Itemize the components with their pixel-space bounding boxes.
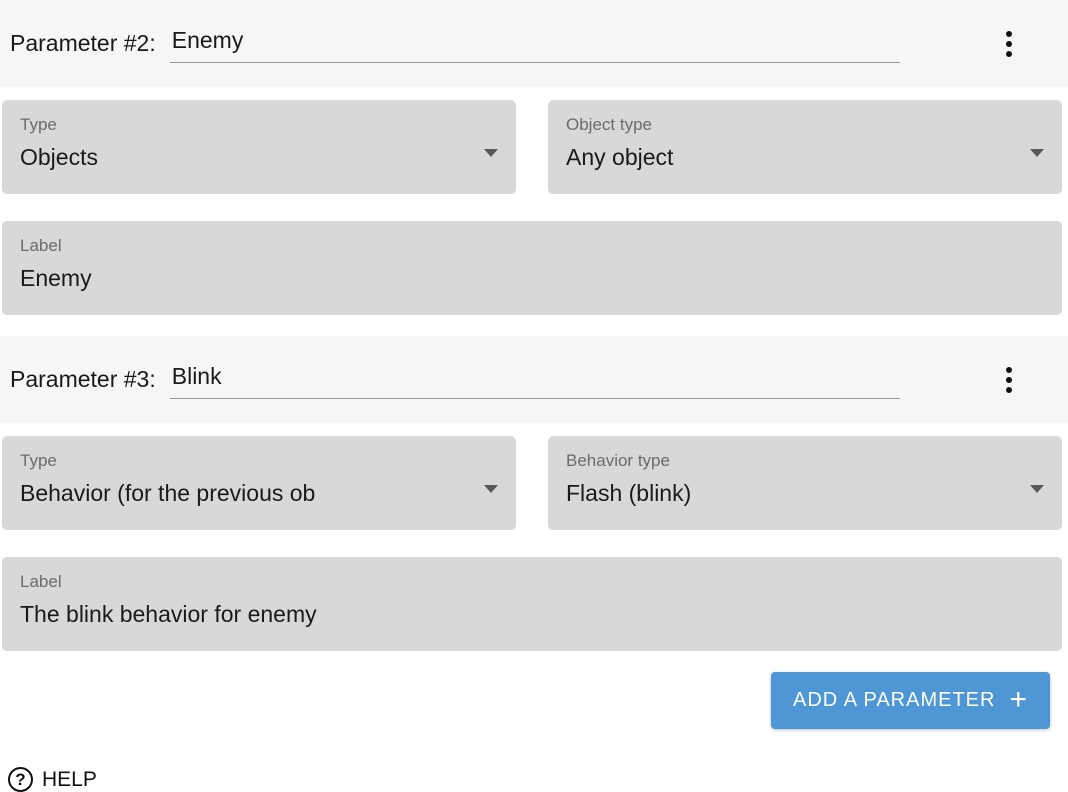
vertical-dots-icon [1006,30,1012,37]
parameter-3-title: Parameter #3: [10,366,156,392]
parameter-2-object-type-select[interactable]: Object type Any object [548,100,1062,194]
label-label: Label [20,572,62,591]
behavior-type-label: Behavior type [566,451,670,470]
parameter-2-title: Parameter #2: [10,30,156,56]
behavior-type-value: Flash (blink) [566,480,692,506]
vertical-dots-icon [1006,366,1012,373]
plus-icon: + [1009,682,1028,716]
vertical-dots-icon [1006,50,1012,57]
help-link[interactable]: ? HELP [8,767,97,792]
chevron-down-icon [484,484,498,493]
label-value: Enemy [20,265,92,291]
vertical-dots-icon [1006,40,1012,47]
parameter-2-label-field[interactable]: Label Enemy [2,221,1062,315]
parameter-3-header: Parameter #3: [0,336,1068,423]
parameter-2-type-select[interactable]: Type Objects [2,100,516,194]
label-value: The blink behavior for enemy [20,601,317,627]
parameter-3-name-input[interactable] [169,360,900,399]
label-label: Label [20,236,62,255]
vertical-dots-icon [1006,376,1012,383]
type-value: Behavior (for the previous ob [20,480,316,506]
parameter-3-behavior-type-select[interactable]: Behavior type Flash (blink) [548,436,1062,530]
parameter-3-label-field[interactable]: Label The blink behavior for enemy [2,557,1062,651]
help-question-icon: ? [8,767,33,792]
parameter-2-menu-button[interactable] [996,25,1022,63]
button-row: ADD A PARAMETER + [0,672,1068,729]
object-type-value: Any object [566,144,674,170]
type-label: Type [20,451,57,470]
type-label: Type [20,115,57,134]
type-value: Objects [20,144,98,170]
parameter-2-header: Parameter #2: [0,0,1068,87]
parameter-3-type-select[interactable]: Type Behavior (for the previous ob [2,436,516,530]
parameter-2-name-input[interactable] [169,24,900,63]
parameter-2-fields: Type Objects Object type Any object Labe… [0,100,1068,315]
parameter-3-fields: Type Behavior (for the previous ob Behav… [0,436,1068,651]
help-label: HELP [42,767,97,791]
chevron-down-icon [1030,484,1044,493]
object-type-label: Object type [566,115,652,134]
chevron-down-icon [1030,148,1044,157]
add-parameter-label: ADD A PARAMETER [793,689,996,711]
add-parameter-button[interactable]: ADD A PARAMETER + [771,672,1050,729]
vertical-dots-icon [1006,386,1012,393]
parameter-3-menu-button[interactable] [996,361,1022,399]
chevron-down-icon [484,148,498,157]
